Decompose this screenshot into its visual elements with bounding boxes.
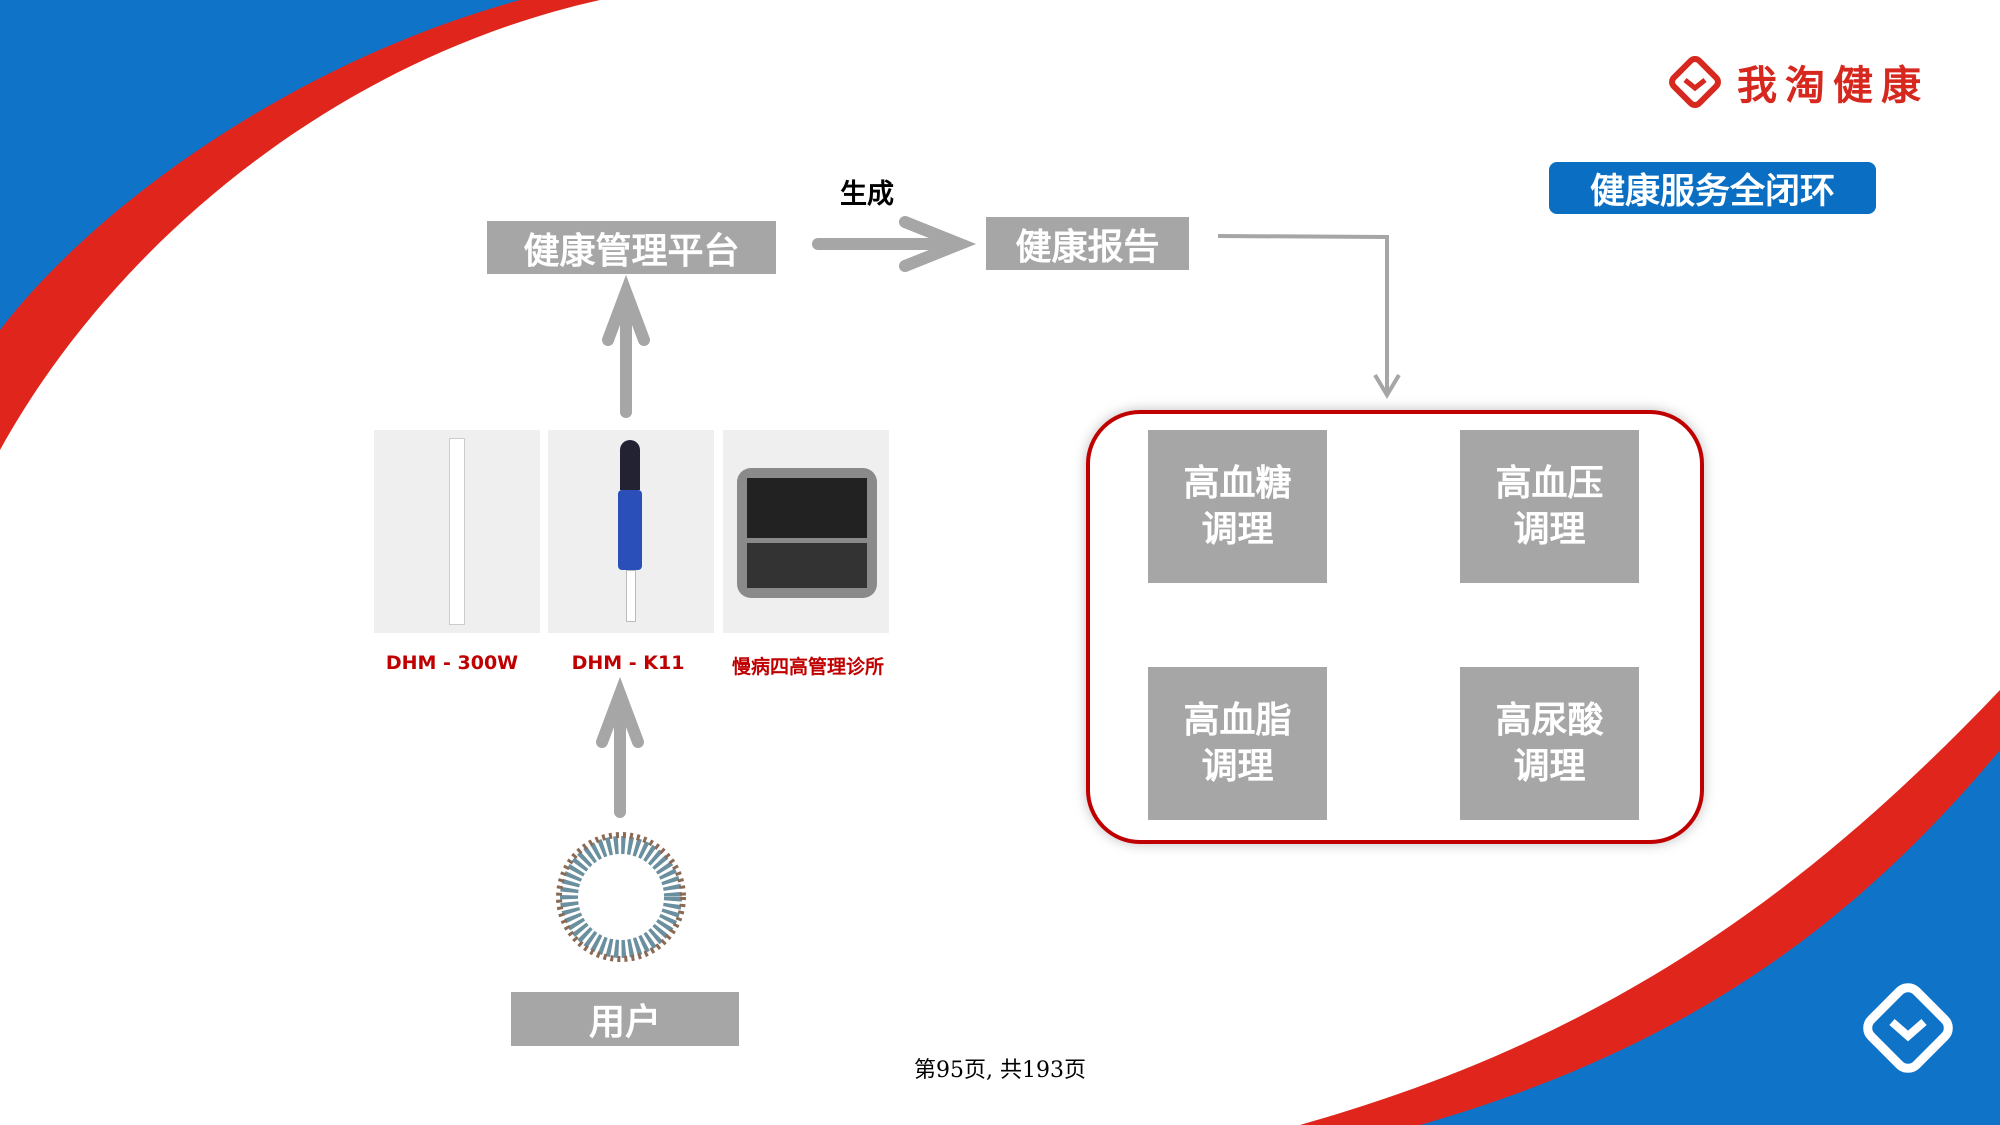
connector-line: [1217, 234, 1389, 392]
product-label: 慢病四高管理诊所: [731, 656, 884, 678]
user-box: 用户: [511, 992, 739, 1046]
product-image-dhm-k11: [548, 430, 714, 633]
corner-logo-icon: [1863, 983, 1953, 1073]
health-platform-box: 健康管理平台: [487, 221, 776, 274]
brand-logo-icon: [1669, 56, 1721, 108]
page-indicator: 第95页, 共193页: [914, 1058, 1086, 1083]
product-image-dhm-300w: [374, 430, 540, 633]
right-arrow: [812, 216, 977, 272]
up-arrow-devices: [596, 676, 644, 818]
closed-loop-badge: 健康服务全闭环: [1549, 162, 1876, 214]
health-report-box: 健康报告: [986, 217, 1189, 270]
generate-label: 生成: [840, 179, 894, 210]
service-cell-blood-sugar: 高血糖调理: [1148, 430, 1327, 583]
service-cell-uric-acid: 高尿酸调理: [1460, 667, 1639, 820]
brand-logo: 我淘健康: [1665, 52, 1929, 112]
users-crowd-icon: [556, 832, 686, 962]
up-arrow-platform: [602, 274, 650, 418]
product-label: DHM - 300W: [385, 652, 519, 674]
service-cell-blood-pressure: 高血压调理: [1460, 430, 1639, 583]
brand-name: 我淘健康: [1737, 63, 1929, 109]
product-label: DHM - K11: [571, 652, 685, 674]
service-cell-blood-lipid: 高血脂调理: [1148, 667, 1327, 820]
product-image-clinic-kit: [723, 430, 889, 633]
